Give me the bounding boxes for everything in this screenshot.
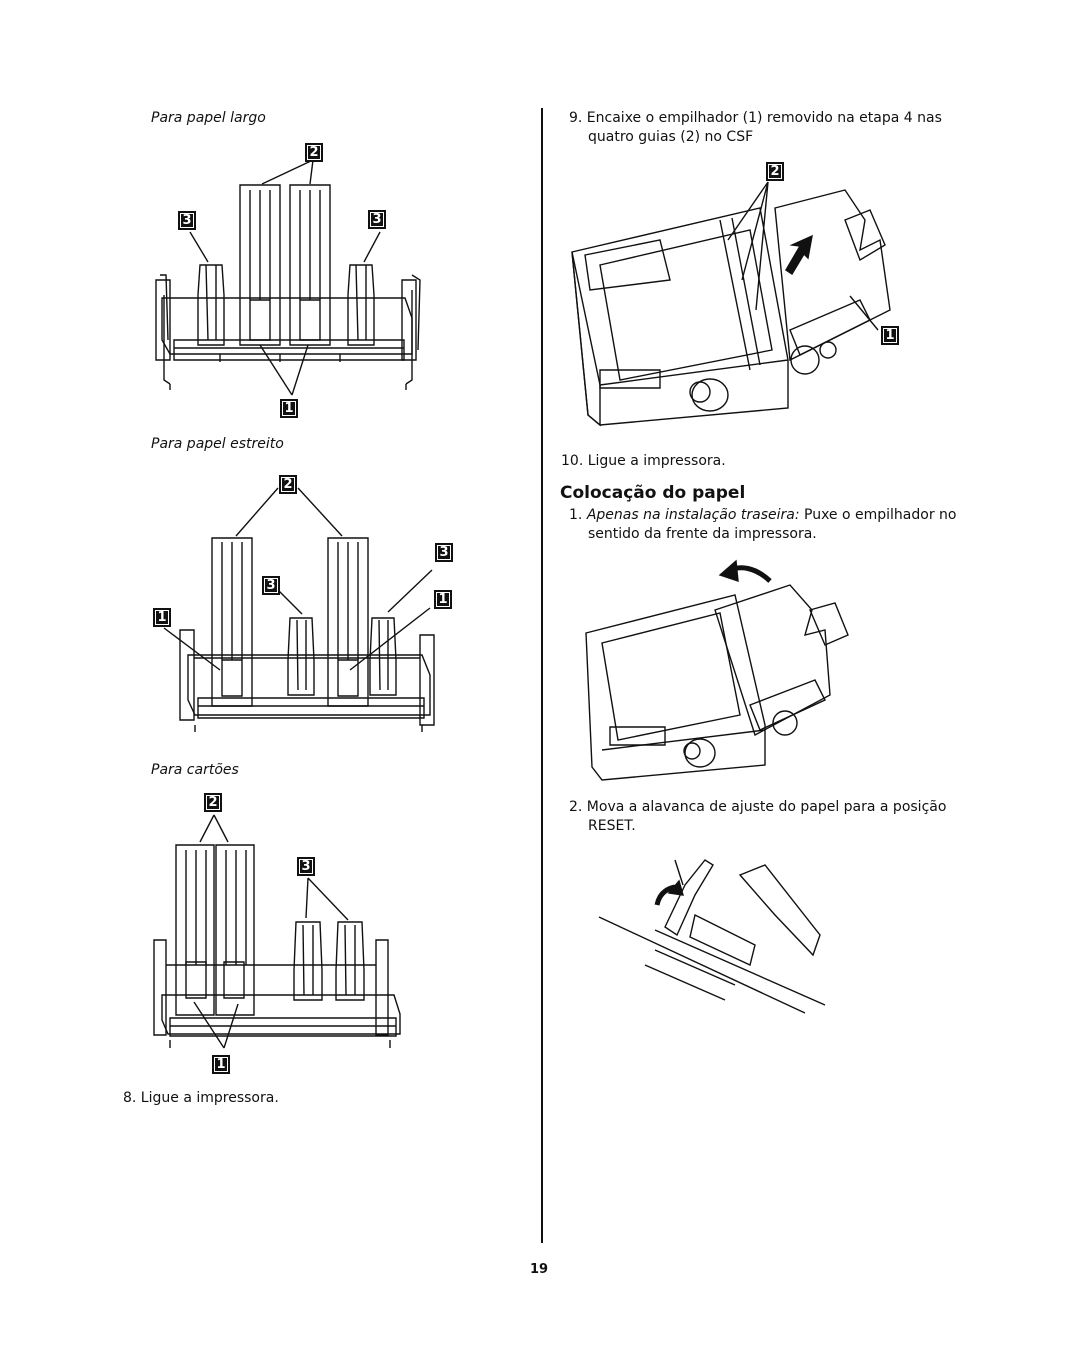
page-number: 19 (530, 1262, 549, 1277)
paper-lever-illustration (595, 855, 835, 1015)
step-1-rest: Puxe o empilhador no sentido da frente d… (588, 507, 957, 542)
callout-1: 1 (434, 590, 452, 609)
callout-1: 1 (881, 326, 899, 345)
step-2-text: 2. Mova a alavanca de ajuste do papel pa… (569, 799, 947, 834)
callout-1: 1 (153, 608, 171, 627)
tractor-narrow-illustration (150, 470, 460, 750)
caption-wide-paper: Para papel largo (151, 110, 266, 126)
callout-2: 2 (204, 793, 222, 812)
tractor-wide-illustration (150, 140, 430, 425)
section-title: Colocação do papel (560, 483, 746, 503)
step-1-text: 1. Apenas na instalação traseira: Puxe o… (569, 506, 988, 544)
callout-2: 2 (279, 475, 297, 494)
step-9-text: 9. Encaixe o empilhador (1) removido na … (569, 110, 942, 145)
callout-2: 2 (305, 143, 323, 162)
tractor-cards-illustration (150, 790, 410, 1075)
printer-pull-illustration (580, 555, 860, 785)
callout-3: 3 (435, 543, 453, 562)
caption-narrow-paper: Para papel estreito (151, 436, 284, 452)
callout-1: 1 (280, 399, 298, 418)
callout-2: 2 (766, 162, 784, 181)
column-divider (541, 108, 543, 1243)
figure-paper-lever (595, 855, 835, 1015)
printer-stacker-illustration (560, 160, 910, 430)
figure-stacker-install: 2 1 (560, 160, 910, 430)
step-10-text: 10. Ligue a impressora. (561, 453, 726, 469)
figure-cards: 2 3 1 (150, 790, 410, 1075)
figure-pull-stacker (580, 555, 860, 785)
caption-cards: Para cartões (151, 762, 239, 778)
figure-narrow-paper: 2 3 3 1 1 (150, 470, 460, 750)
figure-wide-paper: 2 3 3 1 (150, 140, 430, 425)
callout-3: 3 (297, 857, 315, 876)
step-1-number: 1. (569, 507, 583, 523)
callout-3: 3 (262, 576, 280, 595)
callout-3: 3 (368, 210, 386, 229)
callout-1: 1 (212, 1055, 230, 1074)
callout-3: 3 (178, 211, 196, 230)
step-8-text: 8. Ligue a impressora. (123, 1090, 279, 1106)
step-1-italic: Apenas na instalação traseira: (586, 507, 800, 523)
